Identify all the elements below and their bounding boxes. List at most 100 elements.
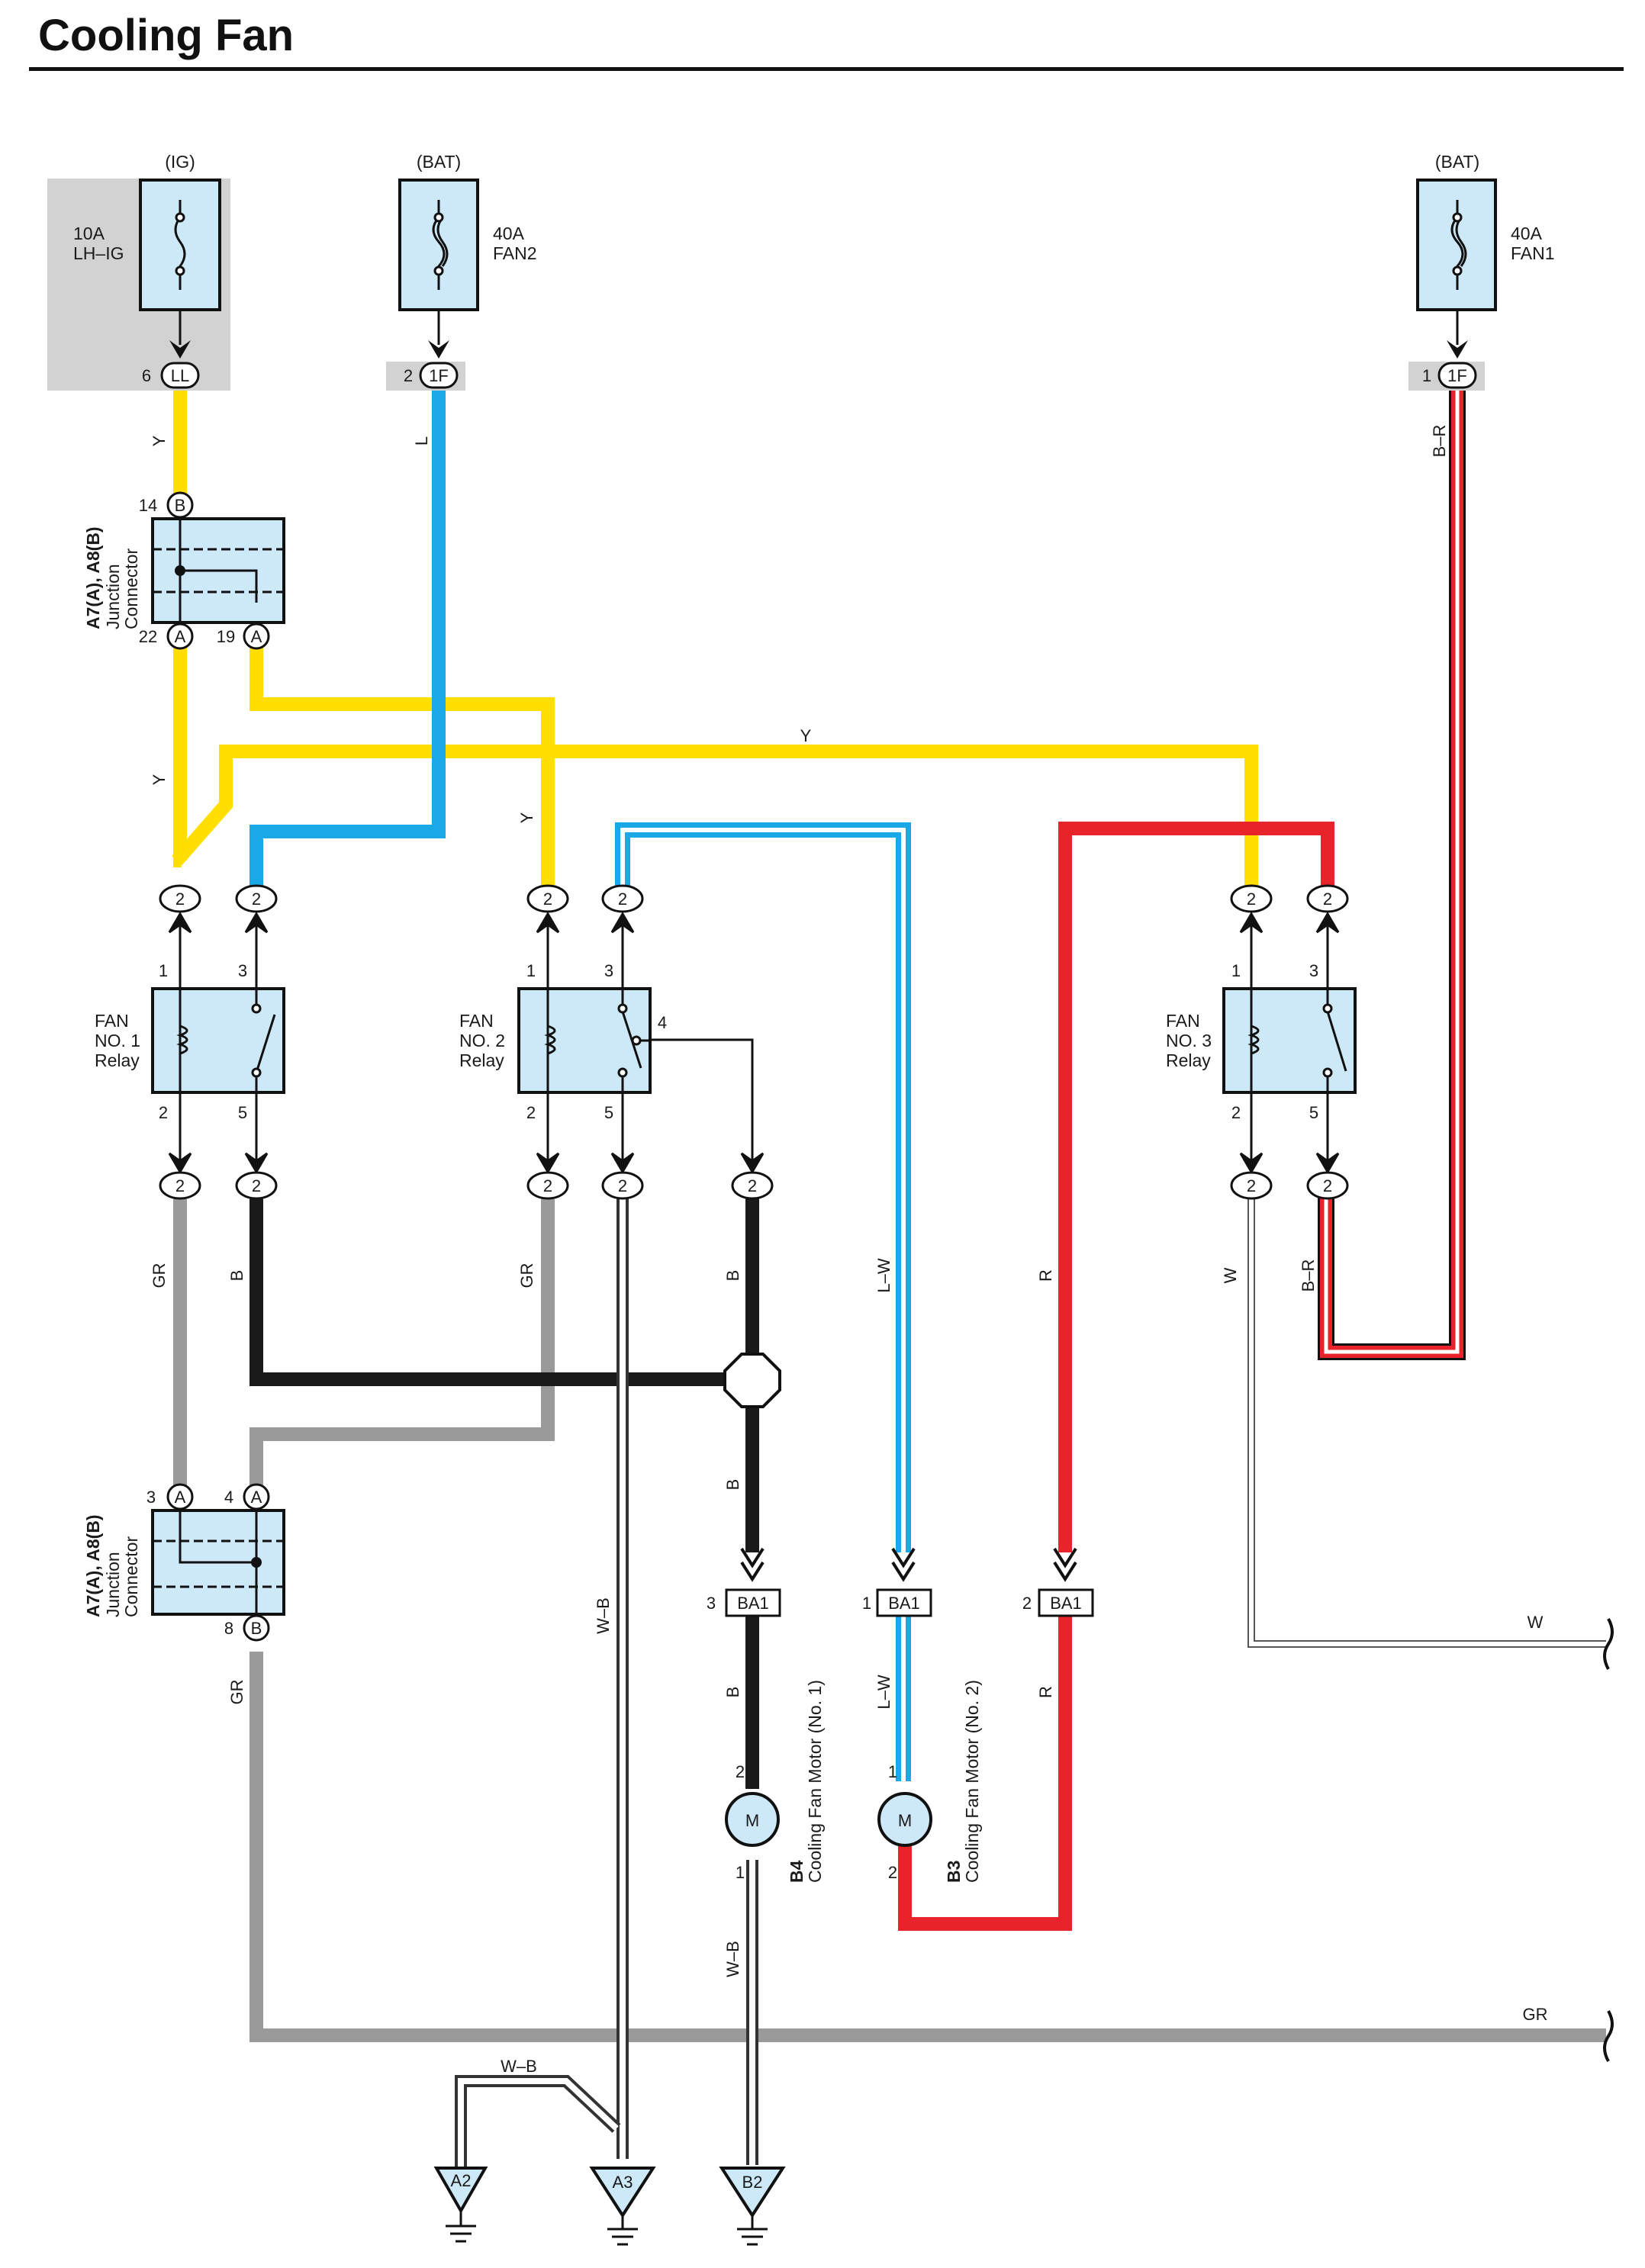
svg-text:2: 2 (526, 1103, 536, 1122)
svg-text:2: 2 (618, 1176, 627, 1195)
svg-text:W: W (1528, 1613, 1544, 1632)
svg-text:W–B: W–B (594, 1597, 613, 1634)
svg-text:GR: GR (150, 1263, 169, 1288)
svg-text:B2: B2 (742, 2173, 763, 2192)
svg-text:W: W (1221, 1267, 1240, 1283)
page-title: Cooling Fan (38, 11, 294, 60)
svg-text:1: 1 (526, 961, 536, 980)
splice-point (723, 1353, 781, 1408)
svg-text:B: B (723, 1270, 742, 1282)
relay2-l2: NO. 2 (459, 1031, 505, 1050)
fuse-lhig-icon (174, 200, 186, 290)
svg-text:22: 22 (139, 627, 157, 646)
svg-text:19: 19 (217, 627, 235, 646)
svg-text:2: 2 (736, 1762, 745, 1781)
svg-text:Junction: Junction (103, 564, 123, 629)
fuse-lhig-name: LH–IG (73, 243, 124, 263)
relay1-l2: NO. 1 (95, 1031, 140, 1050)
junction-pin-b8 (243, 1614, 270, 1642)
svg-text:LL: LL (171, 366, 189, 385)
fan-no1-relay (151, 987, 285, 1094)
cooling-fan-motor-1: M 2 1 (725, 1762, 780, 1882)
fuse-fan1-amp: 40A (1511, 224, 1543, 243)
wire-relay2-pin4 (637, 1038, 754, 1153)
fan-no2-relay (517, 987, 652, 1094)
svg-text:2: 2 (618, 890, 627, 909)
svg-text:B–R: B–R (1430, 425, 1449, 458)
relay3-l3: Relay (1166, 1050, 1211, 1070)
svg-text:2: 2 (1247, 1176, 1256, 1195)
fuse-fan1 (1416, 179, 1497, 311)
svg-text:Connector: Connector (121, 1536, 141, 1617)
relay-up-arrows (168, 912, 1340, 989)
connector-ll (160, 362, 200, 389)
svg-text:2: 2 (252, 890, 261, 909)
svg-text:4: 4 (658, 1013, 667, 1032)
svg-text:Y: Y (150, 435, 169, 446)
ba1-pin2 (1038, 1588, 1094, 1617)
fuse-fan1-icon (1450, 200, 1464, 290)
svg-text:BA1: BA1 (737, 1594, 769, 1613)
svg-text:B: B (251, 1619, 262, 1638)
ground-a2: A2 (433, 2167, 488, 2243)
svg-text:B: B (175, 496, 186, 515)
wire-wb (455, 1194, 758, 2168)
svg-text:8: 8 (224, 1619, 233, 1638)
bat-label-2: (BAT) (1435, 152, 1479, 172)
svg-text:L: L (412, 436, 431, 446)
fuse-fan2-amp: 40A (493, 224, 525, 243)
ba1-connectors: BA1 3 BA1 1 BA1 2 (707, 1547, 1094, 1617)
svg-text:2: 2 (1323, 1176, 1332, 1195)
fuse-fan2-name: FAN2 (493, 243, 537, 263)
svg-text:B: B (227, 1270, 246, 1282)
motor-2-label: B3 Cooling Fan Motor (No. 2) (944, 1680, 982, 1883)
fan-no3-relay (1222, 987, 1357, 1094)
svg-text:A: A (175, 1488, 186, 1507)
svg-text:Y: Y (800, 726, 812, 745)
wire-black (249, 1194, 759, 1789)
svg-text:2: 2 (543, 1176, 552, 1195)
svg-text:3: 3 (1309, 961, 1318, 980)
wire-lw (615, 822, 911, 1781)
svg-text:1F: 1F (1447, 366, 1467, 385)
svg-text:1: 1 (1231, 961, 1241, 980)
svg-text:6: 6 (142, 366, 151, 385)
relay2-l1: FAN (459, 1011, 494, 1031)
ba1-pin1 (876, 1588, 932, 1617)
svg-text:2: 2 (1247, 890, 1256, 909)
svg-text:2: 2 (175, 1176, 185, 1195)
svg-text:A: A (251, 1488, 262, 1507)
svg-text:GR: GR (227, 1680, 246, 1705)
relay-bottom-connectors: 2 2 2 2 2 2 2 (159, 1171, 1349, 1200)
svg-text:R: R (1036, 1269, 1055, 1282)
svg-text:M: M (745, 1811, 759, 1830)
fuse-fan2 (398, 179, 479, 311)
svg-text:BA1: BA1 (888, 1594, 920, 1613)
svg-text:Cooling Fan Motor (No. 2): Cooling Fan Motor (No. 2) (962, 1680, 982, 1883)
wire-red (898, 822, 1334, 1931)
svg-text:2: 2 (888, 1863, 897, 1882)
relay1-l1: FAN (95, 1011, 129, 1031)
wire-gr (173, 1194, 1606, 2042)
svg-text:4: 4 (224, 1488, 233, 1507)
svg-text:1: 1 (888, 1762, 897, 1781)
relay-down-arrows (168, 1092, 1340, 1174)
svg-text:1F: 1F (429, 366, 449, 385)
fuse-lhig (139, 179, 221, 311)
svg-text:2: 2 (543, 890, 552, 909)
svg-text:14: 14 (139, 496, 157, 515)
svg-text:B–R: B–R (1299, 1259, 1318, 1292)
connector-1f-a (419, 362, 459, 389)
svg-text:3: 3 (146, 1488, 156, 1507)
wire-w (1247, 1194, 1606, 1648)
ground-b2: B2 (719, 2167, 786, 2246)
svg-text:1: 1 (1422, 366, 1431, 385)
relay1-l3: Relay (95, 1050, 140, 1070)
break-mark-w (1603, 1618, 1614, 1670)
svg-text:GR: GR (1523, 2005, 1548, 2024)
junction-pin-a3 (166, 1483, 194, 1510)
svg-text:1: 1 (736, 1863, 745, 1882)
svg-text:1: 1 (862, 1594, 871, 1613)
svg-text:2: 2 (1323, 890, 1332, 909)
